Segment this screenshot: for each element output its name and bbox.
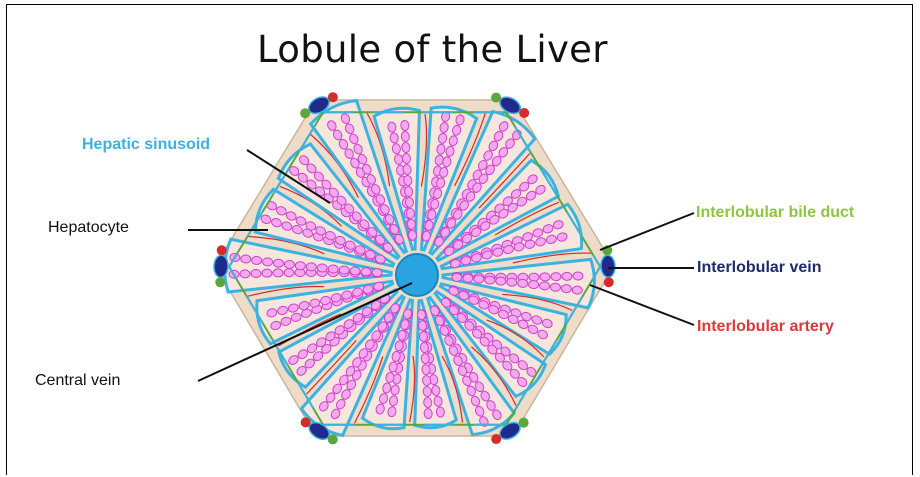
hepatocyte-cell: [573, 272, 583, 280]
hepatocyte-cell: [372, 268, 382, 276]
hepatocyte-cell: [284, 260, 294, 268]
hepatocyte-cell: [529, 273, 539, 281]
hepatocyte-cell: [328, 265, 338, 273]
hepatocyte-cell: [562, 272, 572, 280]
hepatocyte-cell: [262, 269, 272, 277]
hepatocyte-cell: [507, 278, 517, 286]
interlobular-bile-duct: [300, 108, 310, 118]
hepatocyte-cell: [463, 274, 473, 282]
interlobular-bile-duct: [215, 277, 225, 287]
hepatic-sinusoid-label: Hepatic sinusoid: [82, 136, 210, 154]
interlobular-vein-label: Interlobular vein: [697, 259, 821, 277]
interlobular-artery: [328, 92, 338, 102]
hepatocyte-cell: [517, 279, 527, 287]
hepatocyte-cell: [550, 283, 560, 291]
interlobular-bile-duct: [519, 418, 529, 428]
hepatocyte-cell: [361, 268, 371, 276]
hepatocyte-cell: [452, 273, 462, 281]
interlobular-artery: [604, 277, 614, 287]
bile-duct-pointer-line: [600, 213, 694, 250]
hepatocyte-cell: [240, 270, 250, 278]
interlobular-bile-duct: [328, 434, 338, 444]
central-vein-label: Central vein: [35, 372, 120, 390]
hepatocyte-cell: [572, 286, 582, 294]
interlobular-vein: [214, 255, 229, 278]
hepatocyte-cell: [561, 284, 571, 292]
hepatocyte-cell: [273, 269, 283, 277]
hepatocyte-cell: [262, 258, 272, 266]
interlobular-artery-label: Interlobular artery: [697, 318, 834, 336]
hepatocyte-cell: [306, 263, 316, 271]
interlobular-artery: [491, 434, 501, 444]
hepatocyte-label: Hepatocyte: [48, 219, 129, 237]
hepatocyte-cell: [284, 268, 294, 276]
hepatocyte-cell: [474, 275, 484, 283]
hepatocyte-cell: [539, 282, 549, 290]
hepatocyte-cell: [551, 272, 561, 280]
hepatocyte-cell: [339, 266, 349, 274]
hepatocyte-cell: [528, 280, 538, 288]
interlobular-artery: [519, 108, 529, 118]
hepatocyte-cell: [496, 277, 506, 285]
hepatocyte-cell: [350, 267, 360, 275]
hepatocyte-cell: [241, 255, 251, 263]
interlobular-artery: [301, 417, 311, 427]
hepatocyte-cell: [251, 256, 261, 264]
central-vein: [396, 254, 438, 296]
hepatocyte-cell: [295, 261, 305, 269]
hepatocyte-cell: [251, 269, 261, 277]
artery-pointer-line: [590, 285, 694, 325]
interlobular-vein: [601, 255, 616, 278]
hepatocyte-cell: [485, 276, 495, 284]
hepatocyte-cell: [540, 273, 550, 281]
interlobular-bile-duct: [491, 93, 501, 103]
interlobular-bile-duct-label: Interlobular bile duct: [696, 204, 854, 222]
interlobular-artery: [217, 245, 227, 255]
hepatocyte-cell: [273, 259, 283, 267]
hepatocyte-cell: [317, 264, 327, 272]
